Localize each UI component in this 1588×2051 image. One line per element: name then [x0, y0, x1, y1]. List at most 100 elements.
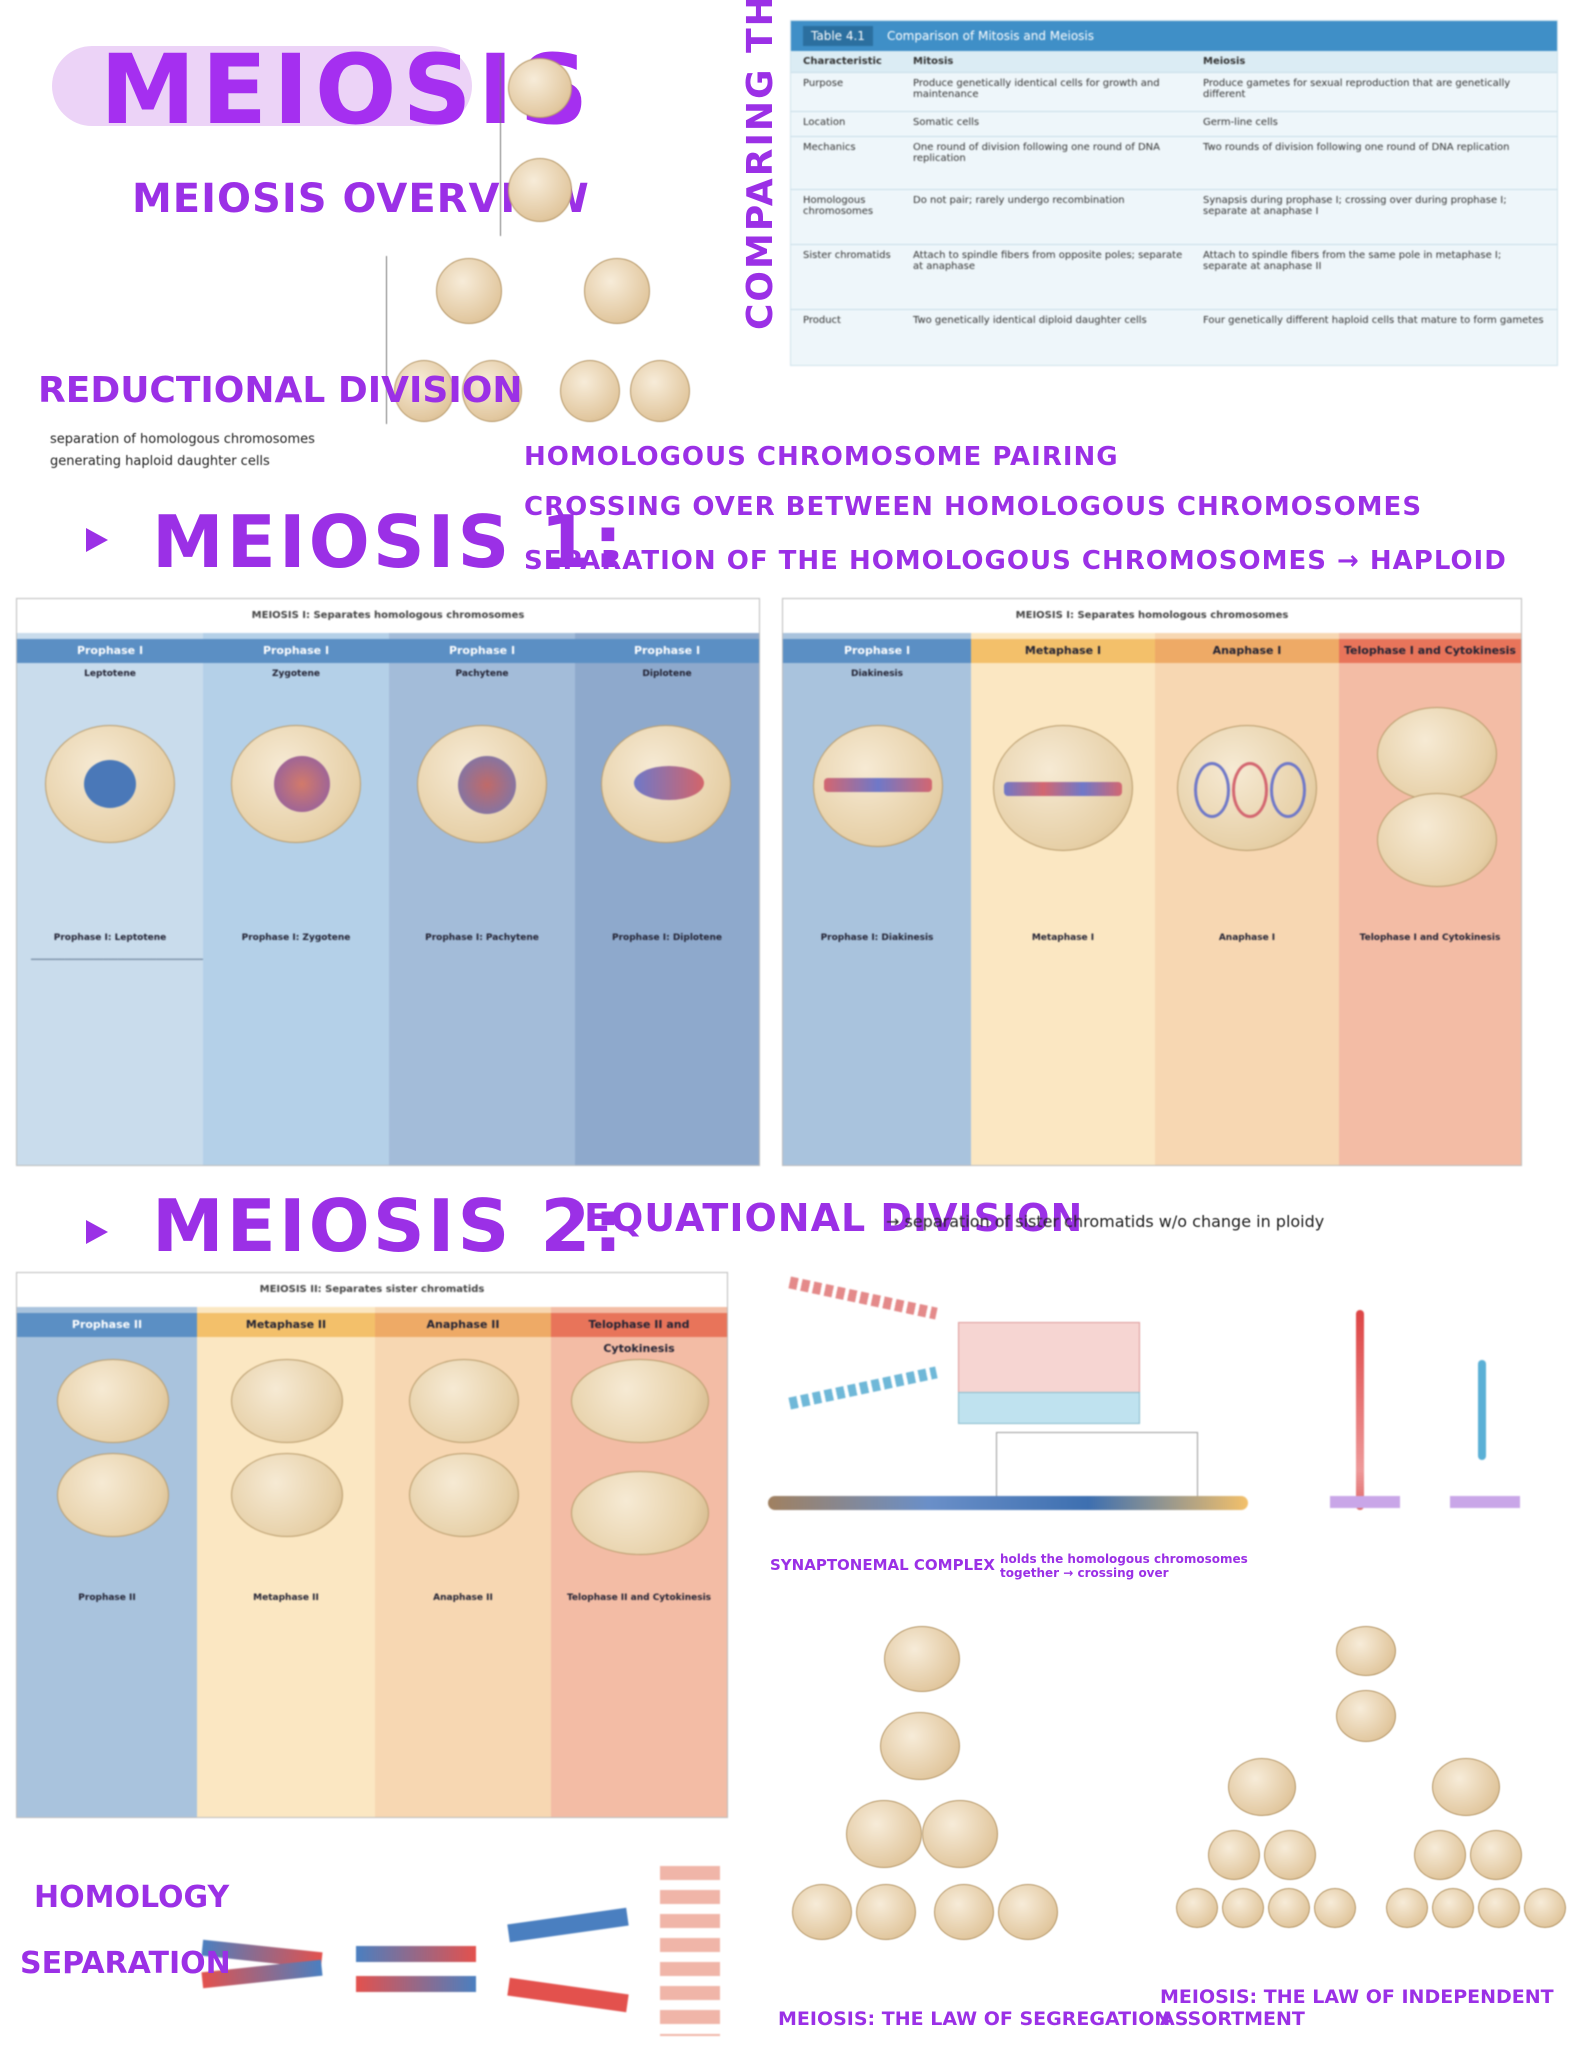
- cell-illustration: [1377, 793, 1497, 887]
- stage-column: Prophase I Leptotene Prophase I: Leptote…: [17, 633, 759, 1165]
- table-header-cell: Characteristic: [803, 56, 882, 67]
- cell-illustration: [57, 1359, 169, 1443]
- table-cell: Do not pair; rarely undergo recombinatio…: [913, 195, 1125, 206]
- cell-illustration: [813, 725, 943, 847]
- table-cell: Two rounds of division following one rou…: [1203, 142, 1510, 153]
- substage-label: Diakinesis: [850, 669, 903, 679]
- overview-cell: [462, 360, 522, 422]
- equational-division-heading: EQUATIONAL DIVISION: [584, 1196, 1084, 1240]
- table-cell: Synapsis during prophase I; crossing ove…: [1203, 195, 1507, 217]
- stage-header: Prophase I: [783, 639, 971, 663]
- table-cell: Sister chromatids: [803, 250, 891, 261]
- stage-column: Telophase II and Cytokinesis Telophase I…: [551, 1307, 727, 1817]
- bullet-arrow-icon: [86, 528, 108, 552]
- stage-header: Metaphase I: [971, 639, 1155, 663]
- homology-label: HOMOLOGY: [34, 1880, 230, 1915]
- cell-illustration: [231, 1359, 343, 1443]
- overview-cell: [508, 58, 572, 118]
- stage-column: Telophase I and Cytokinesis Telophase I …: [1339, 633, 1521, 1165]
- substage-label: Pachytene: [455, 669, 509, 679]
- table-cell: Location: [803, 117, 846, 128]
- table-cell: Four genetically different haploid cells…: [1203, 315, 1544, 326]
- stage-header: Anaphase I: [1155, 639, 1339, 663]
- cell-illustration: [231, 1453, 343, 1537]
- stage-caption: Prophase I: Pachytene: [425, 933, 539, 943]
- cell-illustration: [993, 725, 1133, 851]
- stage-caption: Prophase I: Diakinesis: [820, 933, 934, 943]
- substage-label: Zygotene: [272, 669, 320, 679]
- stage-header: Telophase I and Cytokinesis: [1339, 639, 1521, 663]
- table-title: Comparison of Mitosis and Meiosis: [886, 29, 1095, 43]
- table-cell: Homologous chromosomes: [803, 195, 874, 217]
- stage-caption: Anaphase I: [1218, 933, 1276, 943]
- table-label: Table 4.1: [803, 26, 873, 46]
- cell-illustration: [1377, 707, 1497, 801]
- table-header-cell: Mitosis: [913, 56, 954, 67]
- stage-caption: Prophase I: Diplotene: [612, 933, 722, 943]
- stage-column: Prophase I Zygotene Prophase I: Zygotene: [203, 633, 389, 1165]
- stage-caption: Prophase I: Zygotene: [241, 933, 351, 943]
- overview-cell: [630, 360, 690, 422]
- stage-caption: Metaphase II: [253, 1593, 319, 1603]
- substage-label: Diplotene: [642, 669, 692, 679]
- table-row: Mechanics One round of division followin…: [791, 137, 1557, 190]
- substage-label: Leptotene: [84, 669, 136, 679]
- title-highlight: [52, 46, 472, 126]
- stage-header: Prophase I: [389, 639, 575, 663]
- table-cell: Purpose: [803, 78, 844, 89]
- stage-column: Prophase I Pachytene Prophase I: Pachyte…: [389, 633, 575, 1165]
- overview-cell: [436, 258, 502, 324]
- stage-description: ━━━━━━━━━━━━━━━━━━━━━━━━━━━━━━━━━━━━━━━━…: [31, 953, 759, 966]
- overview-cell: [584, 258, 650, 324]
- table-cell: Product: [803, 315, 841, 326]
- stage-column: Metaphase I Metaphase I: [971, 633, 1155, 1165]
- stage-caption: Metaphase I: [1031, 933, 1095, 943]
- cell-illustration: [1177, 725, 1317, 851]
- synaptonemal-note: holds the homologous chromosomes togethe…: [1000, 1552, 1248, 1580]
- overview-cell: [560, 360, 620, 422]
- cell-illustration: [45, 725, 175, 843]
- stage-caption: Telophase II and Cytokinesis: [566, 1593, 712, 1603]
- stage-caption: Prophase II: [78, 1593, 136, 1603]
- table-row: Location Somatic cells Germ-line cells: [791, 112, 1557, 137]
- table-caption: Table 4.1 Comparison of Mitosis and Meio…: [791, 21, 1557, 51]
- bullet-arrow-icon: [86, 1220, 108, 1244]
- table-cell: One round of division following one roun…: [913, 142, 1160, 164]
- law-of-segregation-label: MEIOSIS: THE LAW OF SEGREGATION: [778, 2008, 1171, 2030]
- meiosis1-stages-panel: MEIOSIS I: Separates homologous chromoso…: [782, 598, 1522, 1166]
- comparison-table: Table 4.1 Comparison of Mitosis and Meio…: [790, 20, 1558, 366]
- meiosis1-bullet: HOMOLOGOUS CHROMOSOME PAIRING: [524, 442, 1119, 472]
- stage-column: Prophase I Diplotene Prophase I: Diplote…: [575, 633, 759, 1165]
- stage-header: Prophase II: [17, 1313, 197, 1337]
- stage-header: Prophase I: [203, 639, 389, 663]
- meiosis1-heading: MEIOSIS 1:: [152, 500, 626, 584]
- law-of-independent-assortment-label: MEIOSIS: THE LAW OF INDEPENDENT ASSORTME…: [1160, 1986, 1554, 2030]
- panel-title: MEIOSIS I: Separates homologous chromoso…: [17, 599, 759, 634]
- stage-column: Prophase II Prophase II: [17, 1307, 197, 1817]
- reductional-division-heading: REDUCTIONAL DIVISION: [38, 370, 523, 411]
- stage-header: Prophase I: [575, 639, 759, 663]
- table-header-cell: Meiosis: [1203, 56, 1246, 67]
- homolog-separation-diagram: [190, 1856, 750, 2046]
- synaptonemal-label: SYNAPTONEMAL COMPLEX: [770, 1556, 995, 1574]
- stage-header: Prophase I: [17, 639, 203, 663]
- chromosome-diagram: [1300, 1270, 1580, 1550]
- table-cell: Produce gametes for sexual reproduction …: [1203, 78, 1511, 100]
- stage-header: Telophase II and Cytokinesis: [551, 1313, 727, 1355]
- cell-illustration: [409, 1453, 519, 1537]
- reductional-note-line2: generating haploid daughter cells: [50, 454, 270, 469]
- panel-title: MEIOSIS I: Separates homologous chromoso…: [783, 599, 1521, 634]
- comparing-note: COMPARING THE TWO: [740, 0, 781, 330]
- stage-column: Metaphase II Metaphase II: [197, 1307, 375, 1817]
- meiosis1-bullet: CROSSING OVER BETWEEN HOMOLOGOUS CHROMOS…: [524, 492, 1423, 522]
- table-row: Sister chromatids Attach to spindle fibe…: [791, 245, 1557, 310]
- table-header-row: Characteristic Mitosis Meiosis: [791, 51, 1557, 73]
- stage-column: Anaphase I Anaphase I: [1155, 633, 1339, 1165]
- overview-cell: [394, 360, 454, 422]
- separation-label: SEPARATION: [20, 1946, 231, 1981]
- stage-column: Prophase I Diakinesis Prophase I: Diakin…: [783, 633, 971, 1165]
- cell-illustration: [231, 725, 361, 843]
- table-cell: Mechanics: [803, 142, 856, 153]
- table-cell: Germ-line cells: [1203, 117, 1278, 128]
- table-cell: Produce genetically identical cells for …: [913, 78, 1160, 100]
